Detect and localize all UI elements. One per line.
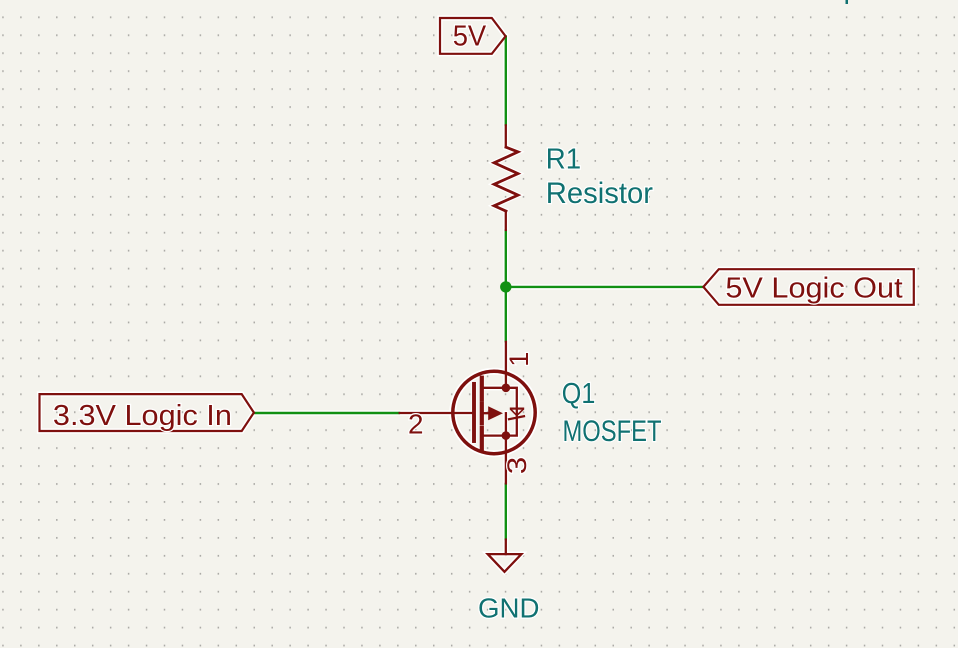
svg-text:Resistor: Resistor xyxy=(546,177,653,210)
svg-text:3: 3 xyxy=(502,457,532,475)
svg-text:2: 2 xyxy=(408,408,424,439)
svg-text:MOSFET: MOSFET xyxy=(563,415,662,448)
svg-text:5V Logic Out: 5V Logic Out xyxy=(725,273,902,305)
svg-text:GND: GND xyxy=(478,592,540,623)
svg-text:1: 1 xyxy=(504,352,534,367)
svg-text:Q1: Q1 xyxy=(562,378,596,410)
svg-text:5V: 5V xyxy=(453,21,487,53)
svg-text:3.3V Logic In: 3.3V Logic In xyxy=(53,400,232,432)
svg-text:R1: R1 xyxy=(546,143,581,175)
